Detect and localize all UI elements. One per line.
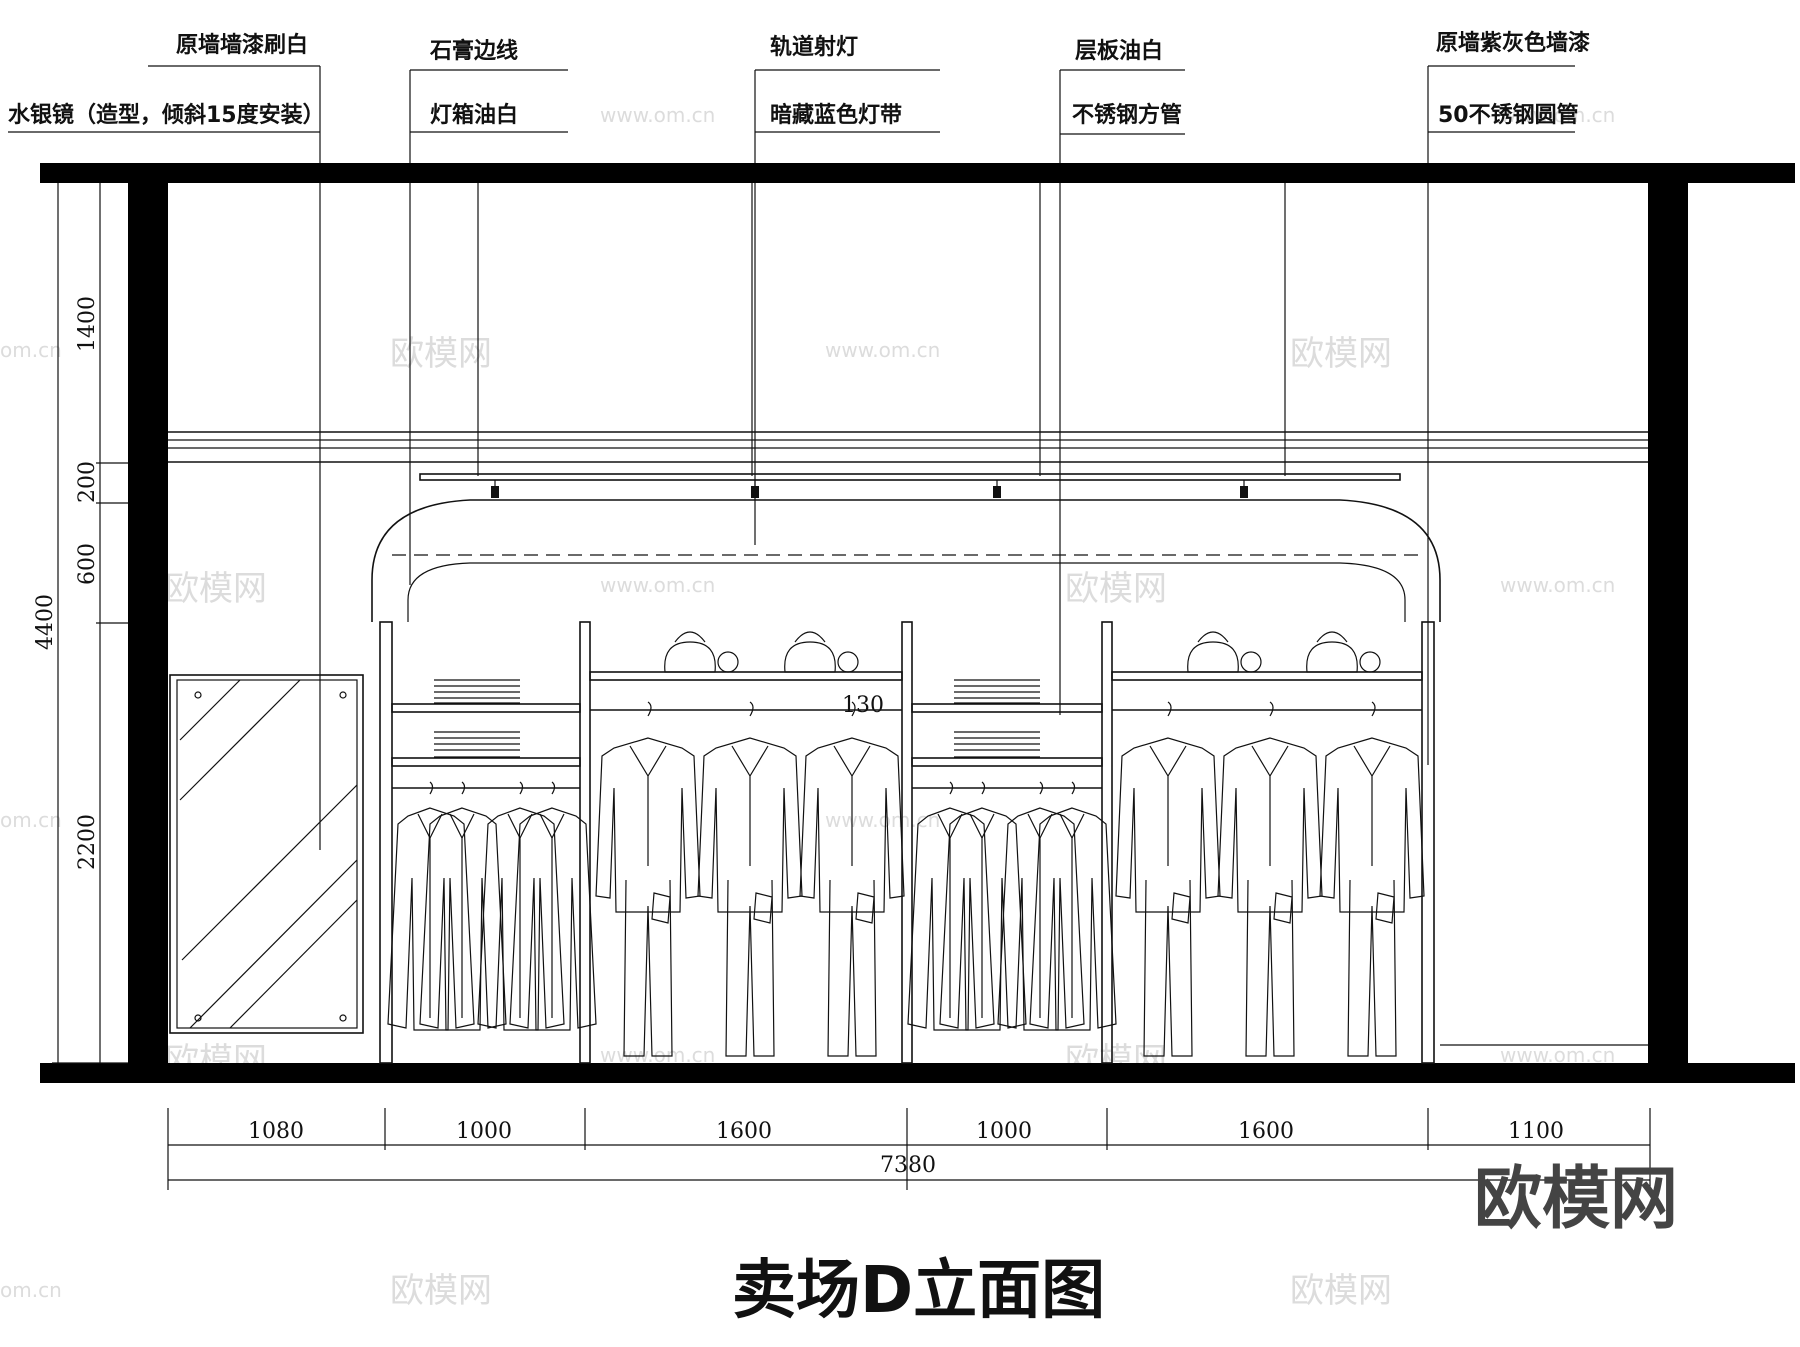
label-mercury-mirror: 水银镜（造型，倾斜15度安装） xyxy=(8,102,325,128)
dim-height-200: 200 xyxy=(75,461,100,503)
track-spotlights xyxy=(491,480,1248,498)
watermark-url-short: om.cn xyxy=(0,1278,62,1302)
vertical-dimensions: 4400 1400 200 600 2200 xyxy=(33,183,128,1064)
watermark-layer: 欧模网 欧模网 欧模网 欧模网 欧模网 欧模网 欧模网 欧模网 www.om.c… xyxy=(0,103,1615,1311)
mercury-mirror xyxy=(169,674,364,1034)
suit-icon xyxy=(595,701,701,1057)
dim-height-1400: 1400 xyxy=(75,296,100,352)
left-wall xyxy=(128,180,168,1066)
handbag-icon xyxy=(784,631,859,673)
coat-icon xyxy=(387,781,475,1031)
spotlight-icon xyxy=(751,486,759,498)
label-purple-grey-paint: 原墙紫灰色墙漆 xyxy=(1436,30,1590,56)
watermark-brand: 欧模网 xyxy=(165,569,267,609)
folded-stack xyxy=(954,679,1040,758)
watermark-brand: 欧模网 xyxy=(1290,334,1392,374)
handbags xyxy=(664,631,1381,673)
ceiling-slab xyxy=(40,163,1795,183)
suit-icon xyxy=(1115,701,1221,1057)
watermark-url: www.om.cn xyxy=(1500,103,1615,127)
label-steel-square-tube: 不锈钢方管 xyxy=(1072,102,1182,128)
suit-icon xyxy=(1319,701,1425,1057)
label-track-spotlight: 轨道射灯 xyxy=(770,34,858,60)
ceiling-system xyxy=(168,183,1648,498)
coat-icon xyxy=(477,781,565,1031)
horizontal-dimensions: 1080 1000 1600 1000 1600 1100 7380 130 xyxy=(167,693,1651,1190)
hanging-garments xyxy=(387,701,1425,1057)
dim-width-1080: 1080 xyxy=(248,1119,304,1144)
handbag-icon xyxy=(1306,631,1381,673)
dim-width-1600: 1600 xyxy=(716,1119,772,1144)
folded-clothes xyxy=(434,679,1040,758)
coat-icon xyxy=(939,781,1027,1031)
dim-width-1000: 1000 xyxy=(456,1119,512,1144)
coat-icon xyxy=(907,781,995,1031)
dim-height-2200: 2200 xyxy=(75,814,100,870)
watermark-brand: 欧模网 xyxy=(1290,1271,1392,1311)
label-lightbox-paint: 灯箱油白 xyxy=(430,102,518,128)
label-shelf-paint: 层板油白 xyxy=(1075,38,1163,64)
floor-slab xyxy=(40,1063,1795,1083)
watermark-url-short: om.cn xyxy=(0,808,62,832)
watermark-brand: 欧模网 xyxy=(1065,569,1167,609)
watermark-url-short: om.cn xyxy=(0,338,62,362)
drawing-title: 卖场D立面图 xyxy=(732,1254,1105,1328)
shelves xyxy=(391,671,1423,789)
dim-width-1000: 1000 xyxy=(976,1119,1032,1144)
annotation-labels: 原墙墙漆刷白 水银镜（造型，倾斜15度安装） 石膏边线 灯箱油白 轨道射灯 暗藏… xyxy=(8,30,1590,850)
suit-icon xyxy=(1217,701,1323,1057)
label-hidden-blue-led: 暗藏蓝色灯带 xyxy=(770,102,902,128)
handbag-icon xyxy=(1187,631,1262,673)
coat-icon xyxy=(1029,781,1117,1031)
coat-icon xyxy=(419,781,507,1031)
watermark-brand: 欧模网 xyxy=(390,334,492,374)
brand-logo: 欧模网 xyxy=(1474,1160,1678,1239)
arched-lightbox xyxy=(371,499,1441,622)
right-wall xyxy=(1648,180,1688,1066)
dim-total-height: 4400 xyxy=(33,594,58,650)
label-gypsum-molding: 石膏边线 xyxy=(429,38,518,64)
suit-icon xyxy=(799,701,905,1057)
suit-icon xyxy=(697,701,803,1057)
handbag-icon xyxy=(664,631,739,673)
structure xyxy=(40,163,1795,1083)
dim-total-width: 7380 xyxy=(880,1153,936,1178)
dim-width-1100: 1100 xyxy=(1508,1119,1564,1144)
watermark-url: www.om.cn xyxy=(600,103,715,127)
watermark-url: www.om.cn xyxy=(600,573,715,597)
dim-height-600: 600 xyxy=(75,543,100,585)
watermark-brand: 欧模网 xyxy=(390,1271,492,1311)
label-steel-round-tube: 50不锈钢圆管 xyxy=(1438,102,1579,128)
dim-shelf-gap: 130 xyxy=(842,693,884,718)
watermark-url: www.om.cn xyxy=(825,338,940,362)
spotlight-icon xyxy=(491,486,499,498)
folded-stack xyxy=(434,679,520,758)
coat-icon xyxy=(997,781,1085,1031)
watermark-url: www.om.cn xyxy=(1500,573,1615,597)
spotlight-icon xyxy=(993,486,1001,498)
watermark-url: www.om.cn xyxy=(825,808,940,832)
coat-icon xyxy=(509,781,597,1031)
spotlight-icon xyxy=(1240,486,1248,498)
dim-width-1600: 1600 xyxy=(1238,1119,1294,1144)
label-wall-paint-white: 原墙墙漆刷白 xyxy=(176,32,308,58)
